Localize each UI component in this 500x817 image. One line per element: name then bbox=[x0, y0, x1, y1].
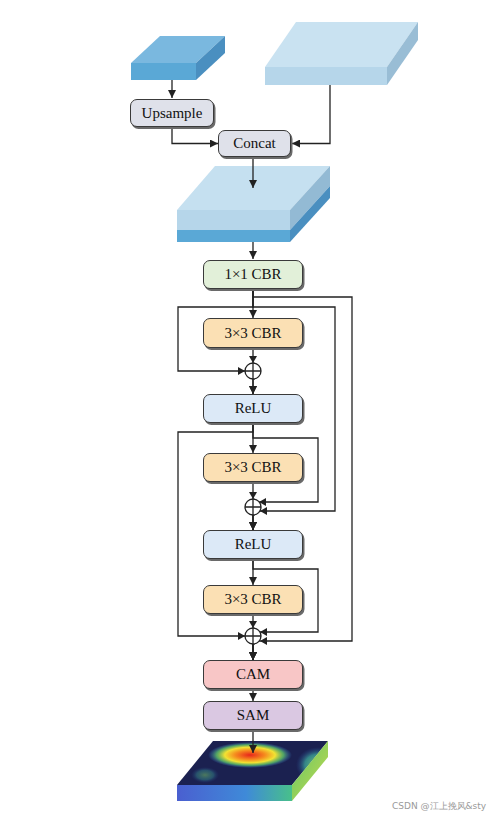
flow-arrow bbox=[171, 80, 172, 98]
heatmap-blob bbox=[208, 742, 292, 768]
add-symbol bbox=[245, 499, 261, 515]
tensor-front bbox=[177, 210, 290, 230]
operation-box: Upsample bbox=[130, 99, 214, 127]
tensor-side bbox=[290, 186, 330, 242]
tensor-front bbox=[265, 67, 387, 85]
tensor-side bbox=[196, 36, 225, 80]
flow-arrow bbox=[252, 157, 253, 188]
box-label: Concat bbox=[233, 135, 276, 152]
attention-box: CAM bbox=[203, 660, 303, 689]
box-label: Upsample bbox=[142, 105, 203, 122]
arrow-head bbox=[260, 628, 267, 636]
arrow-head bbox=[260, 507, 267, 515]
attention-box: SAM bbox=[203, 701, 303, 730]
arrow-head bbox=[238, 632, 245, 640]
tensor-front bbox=[131, 63, 196, 80]
tensor-front bbox=[177, 230, 290, 242]
add-symbol bbox=[245, 363, 261, 379]
flow-arrow bbox=[292, 85, 330, 144]
arrow-head bbox=[259, 498, 266, 506]
operation-box: Concat bbox=[218, 130, 291, 157]
tensor-side bbox=[387, 22, 418, 85]
box-label: ReLU bbox=[235, 536, 272, 553]
conv-box: 3×3 CBR bbox=[203, 453, 303, 482]
box-label: 3×3 CBR bbox=[224, 459, 281, 476]
flow-arrow bbox=[252, 242, 253, 259]
flow-arrow bbox=[172, 127, 218, 144]
heatmap-side bbox=[292, 741, 328, 801]
heatmap-blob bbox=[191, 767, 219, 783]
arrow-head bbox=[260, 637, 267, 645]
conv-box: 3×3 CBR bbox=[203, 318, 303, 348]
box-label: SAM bbox=[237, 707, 270, 724]
add-symbol bbox=[245, 499, 261, 515]
box-label: 3×3 CBR bbox=[224, 591, 281, 608]
arrow-head bbox=[249, 621, 257, 628]
add-symbol bbox=[245, 628, 261, 644]
activation-box: ReLU bbox=[203, 394, 303, 423]
box-label: CAM bbox=[236, 666, 270, 683]
arrow-head bbox=[249, 356, 257, 363]
conv-box: 1×1 CBR bbox=[203, 260, 303, 289]
arrow-head bbox=[238, 367, 245, 375]
watermark: CSDN @江上挽风&sty bbox=[392, 800, 486, 813]
box-label: ReLU bbox=[235, 400, 272, 417]
heatmap-front bbox=[177, 785, 292, 801]
arrow-head bbox=[249, 492, 257, 499]
add-symbol bbox=[245, 628, 261, 644]
box-label: 3×3 CBR bbox=[224, 325, 281, 342]
activation-box: ReLU bbox=[203, 530, 303, 559]
flow-arrow bbox=[252, 730, 253, 753]
add-symbol bbox=[245, 363, 261, 379]
connector-layer bbox=[172, 127, 352, 701]
box-label: 1×1 CBR bbox=[224, 266, 281, 283]
flow-arrow bbox=[252, 689, 253, 701]
conv-box: 3×3 CBR bbox=[203, 585, 303, 614]
